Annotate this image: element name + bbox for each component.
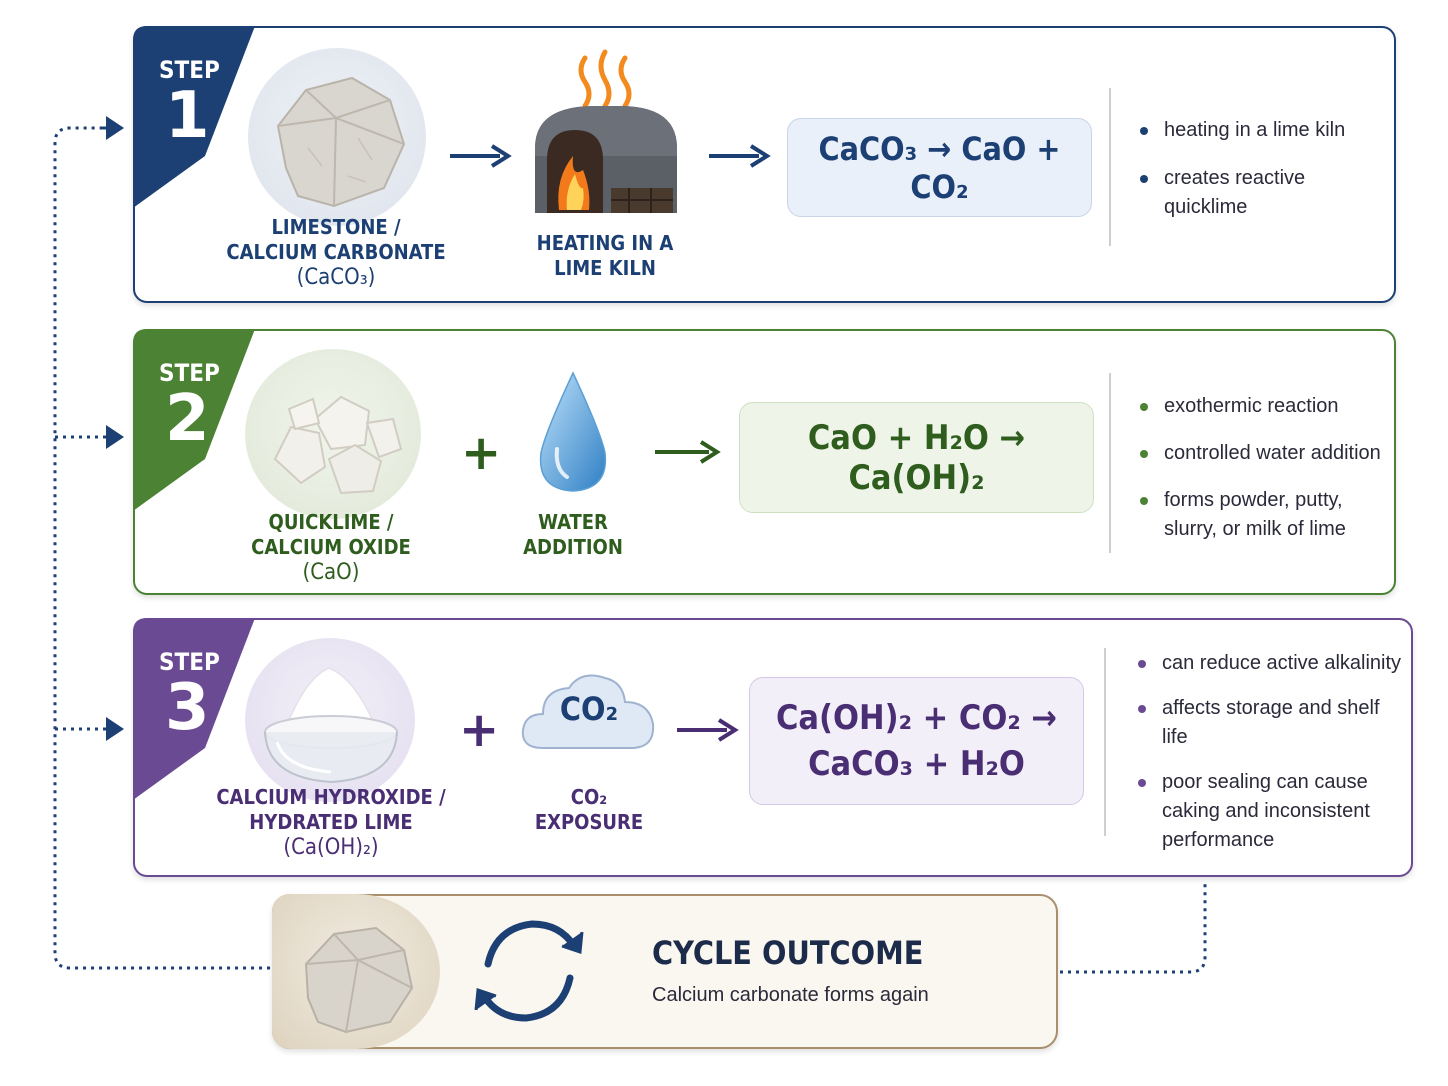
cycle-arrows-icon — [474, 920, 584, 1022]
arrowhead-step3 — [106, 717, 124, 741]
step-3-card: STEP 3 CALCIUM HYDROXIDE / HYDRATED LIME… — [133, 618, 1413, 877]
step-1-notes: heating in a lime kiln creates reactive … — [1140, 116, 1390, 241]
list-item: exothermic reaction — [1140, 392, 1390, 421]
step-number: 3 — [165, 671, 210, 745]
arrowhead-step1 — [106, 116, 124, 140]
divider — [1104, 648, 1106, 836]
water-label: WATER ADDITION — [523, 510, 623, 559]
step-label: STEP — [159, 359, 220, 387]
list-item: can reduce active alkalinity — [1138, 649, 1408, 678]
kiln-label: HEATING IN A LIME KILN — [536, 231, 674, 280]
step-number: 2 — [165, 382, 210, 456]
outcome-title: CYCLE OUTCOME — [652, 934, 924, 972]
hydrated-lime-label: CALCIUM HYDROXIDE / HYDRATED LIME (Ca(OH… — [205, 785, 457, 860]
limestone-rock-icon — [276, 76, 406, 208]
quicklime-image — [245, 349, 421, 519]
plus-sign: + — [461, 425, 502, 481]
step-1-equation: CaCO₃ → CaO + CO₂ — [787, 118, 1092, 217]
quicklime-formula: (CaO) — [302, 560, 360, 585]
cycle-outcome-card: CYCLE OUTCOME Calcium carbonate forms ag… — [272, 894, 1058, 1049]
arrow-right-icon — [655, 440, 721, 464]
step-2-equation: CaO + H₂O → Ca(OH)₂ — [739, 402, 1094, 513]
list-item: forms powder, putty, slurry, or milk of … — [1140, 486, 1390, 544]
arrowhead-step2 — [106, 425, 124, 449]
co2-cloud-text: CO₂ — [559, 690, 619, 728]
divider — [1109, 88, 1111, 246]
co2-exposure-label: CO₂ EXPOSURE — [534, 785, 644, 834]
list-item: controlled water addition — [1140, 439, 1390, 468]
step-label: STEP — [159, 56, 220, 84]
divider — [1109, 373, 1111, 553]
arrow-right-icon — [677, 718, 739, 742]
quicklime-chunks-icon — [273, 395, 403, 495]
outcome-rock-image — [272, 894, 440, 1049]
limestone-label: LIMESTONE / CALCIUM CARBONATE (CaCO₃) — [211, 215, 461, 290]
step-1-tab — [133, 26, 255, 208]
plus-sign: + — [459, 702, 500, 758]
outcome-subtitle: Calcium carbonate forms again — [652, 984, 929, 1006]
lime-kiln-icon — [535, 49, 677, 213]
step-3-notes: can reduce active alkalinity affects sto… — [1138, 649, 1408, 871]
list-item: affects storage and shelf life — [1138, 694, 1408, 752]
step-1-card: STEP 1 LIMESTONE / CALCIUM CARBONATE (Ca… — [133, 26, 1396, 303]
list-item: poor sealing can cause caking and incons… — [1138, 768, 1408, 855]
step-label: STEP — [159, 648, 220, 676]
step-2-notes: exothermic reaction controlled water add… — [1140, 392, 1390, 562]
list-item: heating in a lime kiln — [1140, 116, 1390, 145]
return-loop-right — [1060, 880, 1207, 974]
arrow-right-icon — [450, 144, 512, 168]
arrow-right-icon — [709, 144, 771, 168]
water-drop-icon — [539, 371, 607, 492]
step-3-tab — [133, 618, 255, 800]
step-2-card: STEP 2 QUICKLIME / CALCIUM OXIDE (CaO) +… — [133, 329, 1396, 595]
limestone-formula: (CaCO₃) — [296, 265, 376, 290]
limestone-image — [248, 48, 426, 226]
list-item: creates reactive quicklime — [1140, 164, 1390, 222]
step-3-equation: Ca(OH)₂ + CO₂ → CaCO₃ + H₂O — [749, 677, 1084, 805]
co2-cloud-icon: CO₂ — [519, 668, 659, 760]
limestone-rock-icon — [304, 926, 414, 1034]
quicklime-label: QUICKLIME / CALCIUM OXIDE (CaO) — [211, 510, 451, 585]
hydrated-lime-formula: (Ca(OH)₂) — [283, 835, 379, 860]
step-number: 1 — [165, 79, 210, 153]
powder-bowl-icon — [264, 667, 398, 784]
hydrated-lime-image — [245, 638, 415, 802]
step-2-tab — [133, 329, 255, 511]
